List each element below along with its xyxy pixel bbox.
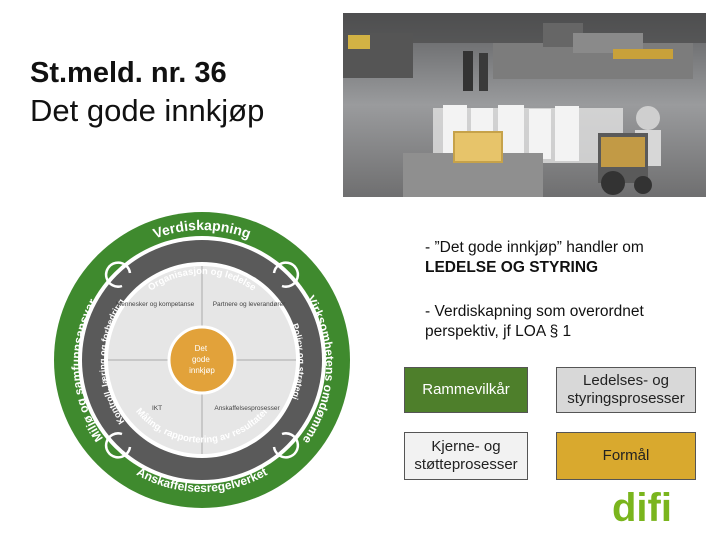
quadrant-bottom-right-label: Anskaffelsesprosesser [214,405,280,412]
rammevilkar-box: Rammevilkår [404,367,528,413]
bullet-2: - Verdiskapning som overordnet perspekti… [425,302,705,342]
bullet-1-text: - ”Det gode innkjøp” handler om [425,239,644,256]
ledelses-label: Ledelses- og styringsprosesser [557,372,695,408]
formal-label: Formål [603,447,650,465]
bullet-1: - ”Det gode innkjøp” handler om LEDELSE … [425,238,705,278]
title-line-2: Det gode innkjøp [30,92,264,129]
quadrant-top-left-label: Mennesker og kompetanse [116,301,195,308]
kjerne-box: Kjerne- og støtteprosesser [404,432,528,480]
title-line-1: St.meld. nr. 36 [30,55,264,92]
bullet-2-text: - Verdiskapning som overordnet perspekti… [425,303,644,340]
rammevilkar-label: Rammevilkår [422,381,510,399]
slide-title: St.meld. nr. 36 Det gode innkjøp [30,55,264,129]
bullet-list: - ”Det gode innkjøp” handler om LEDELSE … [425,238,705,366]
difi-logo: difi [612,485,692,527]
quadrant-top-right-label: Partnere og leverandører [213,301,286,308]
ledelses-box: Ledelses- og styringsprosesser [556,367,696,413]
management-wheel-diagram: Verdiskapning Anskaffelsesregelverket Mi… [52,210,352,510]
bullet-1-emphasis: LEDELSE OG STYRING [425,259,598,276]
collage-photo [343,13,706,197]
formal-box: Formål [556,432,696,480]
kjerne-label: Kjerne- og støtteprosesser [405,438,527,474]
quadrant-bottom-left-label: IKT [152,405,162,412]
difi-logo-text: difi [612,486,672,527]
